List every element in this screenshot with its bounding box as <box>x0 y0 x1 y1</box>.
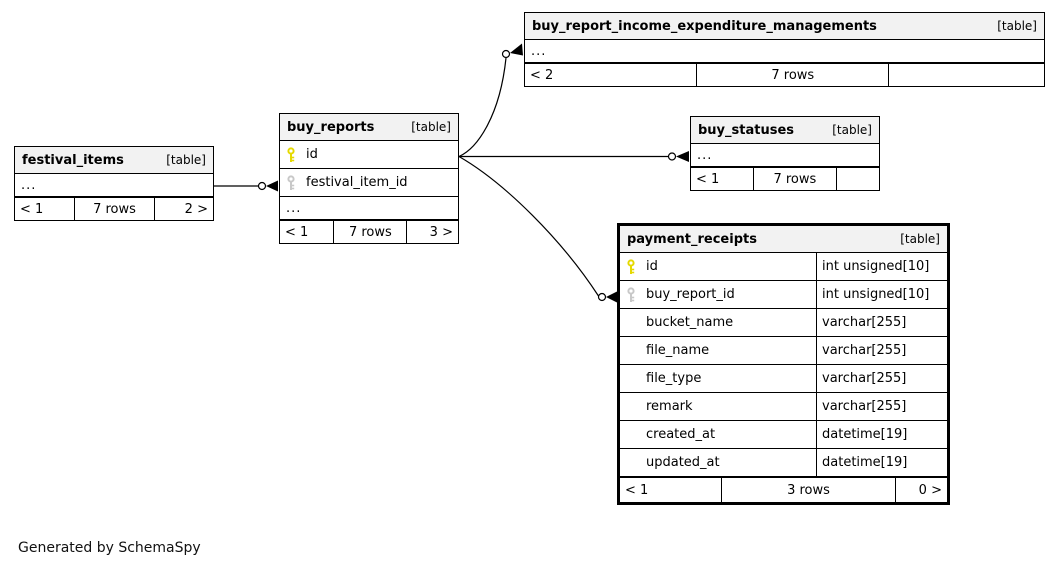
table-node-buy-statuses[interactable]: buy_statuses [table] ... < 1 7 rows <box>690 116 880 191</box>
table-stats: < 1 7 rows 2 > <box>15 197 213 220</box>
column-type: varchar[255] <box>822 371 907 386</box>
column-name: created_at <box>646 427 716 442</box>
hidden-columns-row: ... <box>15 174 213 197</box>
column-name: remark <box>646 399 693 414</box>
table-node-buy-report-income-expenditure-managements[interactable]: buy_report_income_expenditure_management… <box>524 12 1045 87</box>
generator-credit: Generated by SchemaSpy <box>18 540 201 556</box>
table-type-badge: [table] <box>900 232 940 246</box>
column-row: updated_at datetime[19] <box>620 449 947 477</box>
edge-endpoint-circle <box>501 49 511 59</box>
column-name: festival_item_id <box>306 175 408 190</box>
column-name: file_type <box>646 371 702 386</box>
column-row: file_type varchar[255] <box>620 365 947 393</box>
table-header: payment_receipts [table] <box>620 226 947 253</box>
parent-count: < 1 <box>285 224 309 240</box>
table-name: festival_items <box>22 152 124 168</box>
table-header: festival_items [table] <box>15 147 213 174</box>
child-count: 0 > <box>894 478 947 502</box>
edge-buy-reports-to-payment-receipts <box>458 155 600 297</box>
child-count: 2 > <box>153 198 213 220</box>
parent-count: < 2 <box>530 67 554 83</box>
table-name: buy_reports <box>287 119 375 135</box>
table-stats: < 1 7 rows 3 > <box>280 220 458 243</box>
column-name: id <box>306 147 318 162</box>
column-name: buy_report_id <box>646 287 735 302</box>
table-node-buy-reports[interactable]: buy_reports [table] id <box>279 113 459 244</box>
row-count: 7 rows <box>74 198 153 220</box>
column-row: remark varchar[255] <box>620 393 947 421</box>
column-type: varchar[255] <box>822 343 907 358</box>
table-stats: < 2 7 rows <box>525 63 1044 86</box>
child-count: 3 > <box>406 221 458 243</box>
column-row: festival_item_id <box>280 169 458 197</box>
edge-arrowhead <box>676 151 689 162</box>
edge-endpoint-circle <box>257 181 267 191</box>
hidden-columns-row: ... <box>280 197 458 220</box>
column-type: datetime[19] <box>822 455 908 470</box>
row-count: 3 rows <box>721 478 894 502</box>
edge-endpoint-circle <box>667 152 677 161</box>
row-count: 7 rows <box>696 64 888 86</box>
table-name: payment_receipts <box>627 231 757 247</box>
parent-count: < 1 <box>696 171 720 187</box>
primary-key-icon <box>286 146 306 163</box>
table-name: buy_statuses <box>698 122 795 138</box>
parent-count: < 1 <box>625 482 649 498</box>
column-name: file_name <box>646 343 710 358</box>
table-type-badge: [table] <box>997 19 1037 33</box>
column-row: buy_report_id int unsigned[10] <box>620 281 947 309</box>
edge-arrowhead <box>510 43 523 56</box>
table-stats: < 1 3 rows 0 > <box>620 477 947 502</box>
primary-key-icon <box>626 258 646 275</box>
table-node-payment-receipts[interactable]: payment_receipts [table] id int unsigned… <box>617 223 950 505</box>
row-count: 7 rows <box>753 168 836 190</box>
column-name: updated_at <box>646 455 720 470</box>
table-type-badge: [table] <box>411 120 451 134</box>
table-header: buy_reports [table] <box>280 114 458 141</box>
table-header: buy_statuses [table] <box>691 117 879 144</box>
parent-count: < 1 <box>20 201 44 217</box>
column-type: int unsigned[10] <box>822 259 930 274</box>
column-type: varchar[255] <box>822 315 907 330</box>
edge-arrowhead <box>606 291 617 303</box>
child-count <box>835 168 879 190</box>
edge-endpoint-circle <box>597 292 607 302</box>
table-name: buy_report_income_expenditure_management… <box>532 18 877 34</box>
column-row: created_at datetime[19] <box>620 421 947 449</box>
hidden-columns-row: ... <box>525 40 1044 63</box>
column-row: id <box>280 141 458 169</box>
column-row: id int unsigned[10] <box>620 253 947 281</box>
column-row: bucket_name varchar[255] <box>620 309 947 337</box>
column-type: varchar[255] <box>822 399 907 414</box>
table-header: buy_report_income_expenditure_management… <box>525 13 1044 40</box>
foreign-key-icon <box>286 174 306 191</box>
column-type: datetime[19] <box>822 427 908 442</box>
edge-buy-reports-to-income-expenditure <box>458 57 507 158</box>
hidden-columns-row: ... <box>691 144 879 167</box>
column-row: file_name varchar[255] <box>620 337 947 365</box>
column-name: bucket_name <box>646 315 734 330</box>
foreign-key-icon <box>626 286 646 303</box>
row-count: 7 rows <box>333 221 406 243</box>
table-stats: < 1 7 rows <box>691 167 879 190</box>
table-type-badge: [table] <box>166 153 206 167</box>
table-type-badge: [table] <box>832 123 872 137</box>
edge-arrowhead <box>266 180 278 192</box>
column-type: int unsigned[10] <box>822 287 930 302</box>
child-count <box>888 64 1044 86</box>
column-name: id <box>646 259 658 274</box>
table-node-festival-items[interactable]: festival_items [table] ... < 1 7 rows 2 … <box>14 146 214 221</box>
